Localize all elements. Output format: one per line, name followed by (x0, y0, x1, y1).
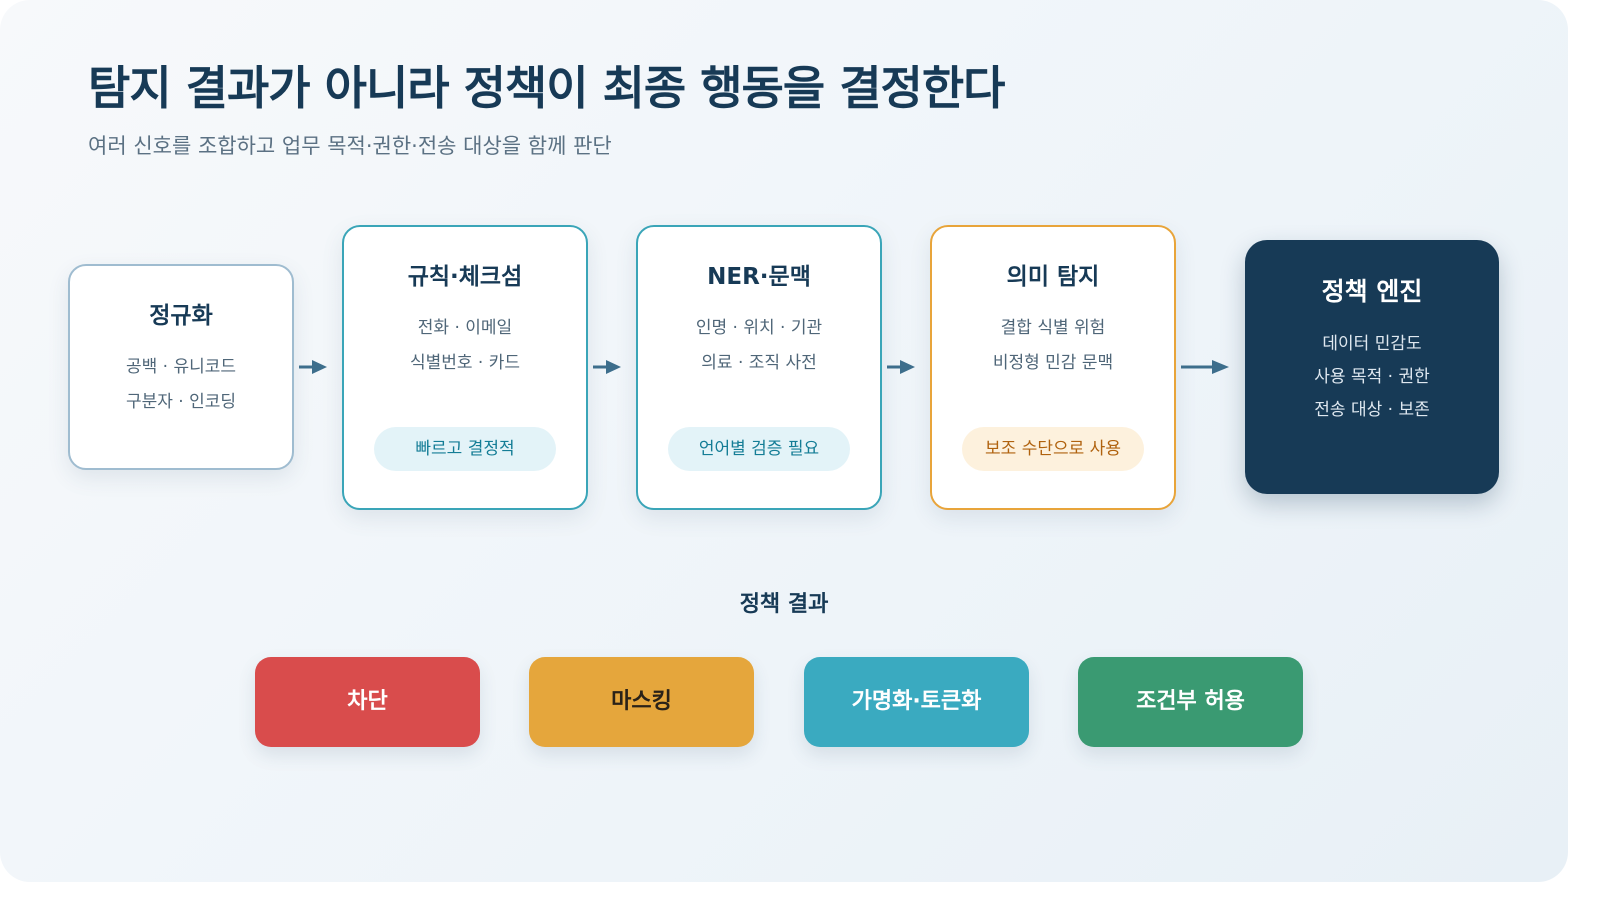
stage-detail: 의료 · 조직 사전 (701, 353, 817, 373)
stage-policy-engine: 정책 엔진 데이터 민감도 사용 목적 · 권한 전송 대상 · 보존 (1245, 240, 1499, 494)
stage-semantic-detection: 의미 탐지 결합 식별 위험 비정형 민감 문맥 보조 수단으로 사용 (930, 225, 1176, 510)
outcome-conditional-allow: 조건부 허용 (1078, 657, 1303, 747)
stage-detail: 전화 · 이메일 (417, 318, 513, 338)
stage-badge: 빠르고 결정적 (374, 427, 556, 471)
stage-detail: 공백 · 유니코드 (125, 357, 237, 377)
stage-title: NER·문맥 (707, 264, 811, 290)
page-subtitle: 여러 신호를 조합하고 업무 목적·권한·전송 대상을 함께 판단 (88, 134, 612, 158)
stage-detail: 사용 목적 · 권한 (1314, 367, 1430, 387)
stage-title: 정책 엔진 (1321, 277, 1423, 306)
stage-detail: 전송 대상 · 보존 (1314, 400, 1430, 420)
diagram-canvas: 탐지 결과가 아니라 정책이 최종 행동을 결정한다 여러 신호를 조합하고 업… (0, 0, 1568, 882)
outcome-block: 차단 (255, 657, 480, 747)
stage-detail: 구분자 · 인코딩 (125, 392, 237, 412)
stage-rules-checksum: 규칙·체크섬 전화 · 이메일 식별번호 · 카드 빠르고 결정적 (342, 225, 588, 510)
arrow-right-icon (593, 360, 621, 374)
stage-badge: 보조 수단으로 사용 (962, 427, 1144, 471)
stage-title: 의미 탐지 (1006, 264, 1100, 290)
outcome-masking: 마스킹 (529, 657, 754, 747)
stage-detail: 결합 식별 위험 (1000, 318, 1106, 338)
stage-title: 정규화 (149, 303, 213, 329)
page-title: 탐지 결과가 아니라 정책이 최종 행동을 결정한다 (88, 61, 1005, 115)
stage-detail: 식별번호 · 카드 (409, 353, 521, 373)
stage-normalize: 정규화 공백 · 유니코드 구분자 · 인코딩 (68, 264, 294, 470)
arrow-right-icon (1181, 360, 1229, 374)
stage-detail: 비정형 민감 문맥 (992, 353, 1114, 373)
stage-title: 규칙·체크섬 (407, 264, 523, 290)
stage-ner-context: NER·문맥 인명 · 위치 · 기관 의료 · 조직 사전 언어별 검증 필요 (636, 225, 882, 510)
arrow-right-icon (887, 360, 915, 374)
stage-detail: 데이터 민감도 (1322, 334, 1422, 354)
stage-detail: 인명 · 위치 · 기관 (695, 318, 823, 338)
arrow-right-icon (299, 360, 327, 374)
stage-badge: 언어별 검증 필요 (668, 427, 850, 471)
outcomes-heading: 정책 결과 (739, 592, 829, 617)
outcome-pseudonymization: 가명화·토큰화 (804, 657, 1029, 747)
